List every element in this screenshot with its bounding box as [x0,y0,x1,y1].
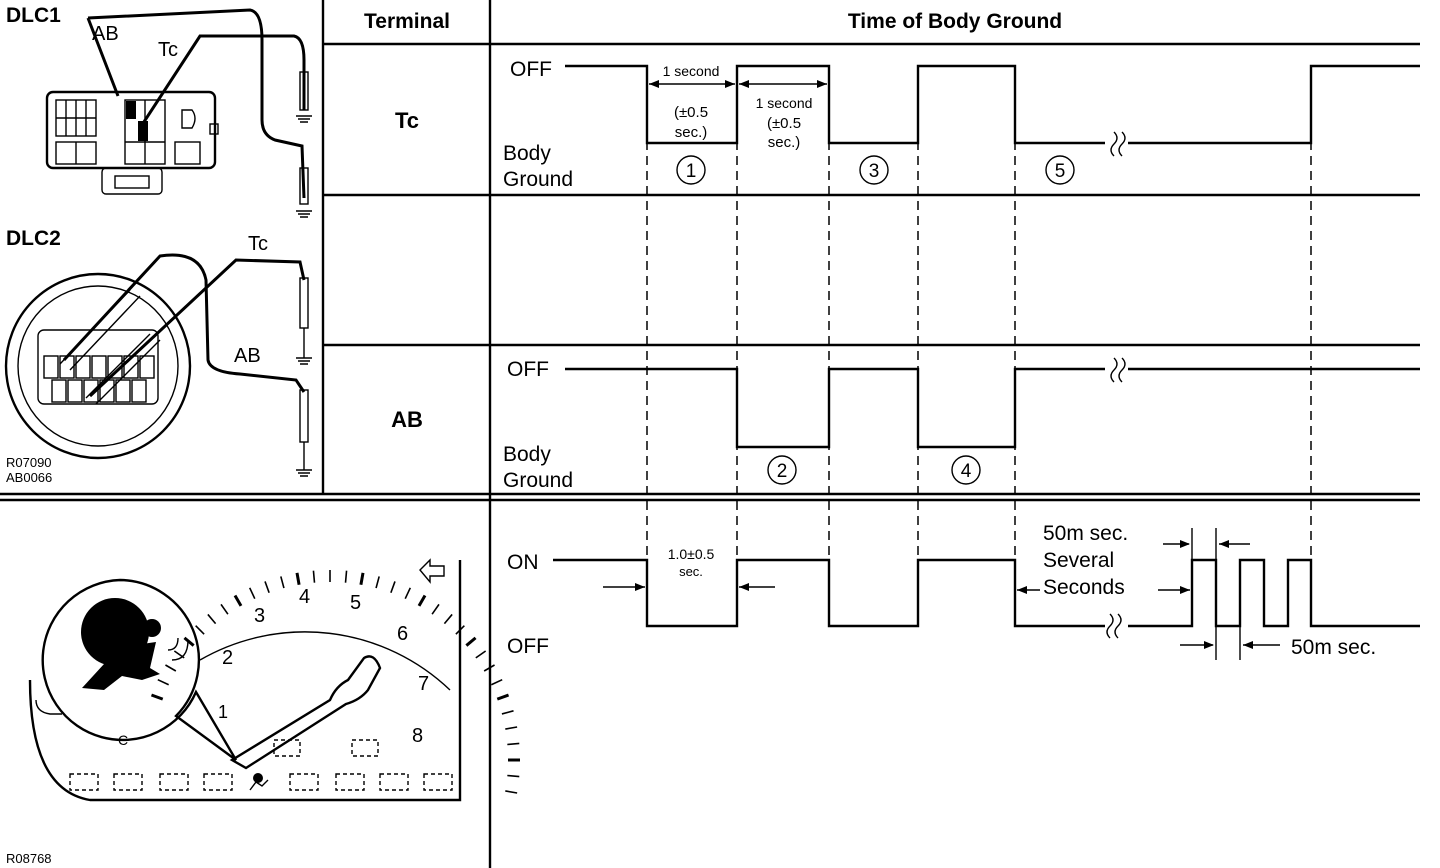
dlc2-code-1: R07090 [6,455,52,470]
svg-text:1: 1 [686,161,697,182]
break-mark [1110,131,1126,157]
tolerance-b1: (±0.5 [767,115,801,132]
tc-off-label: OFF [510,58,552,81]
ab-off-label: OFF [507,358,549,381]
gauge-tick [431,603,440,615]
svg-text:3: 3 [869,161,880,182]
gauge-tick [490,678,503,686]
gauge-tick [264,581,270,594]
fifty-ms-bottom-label: 50m sec. [1291,636,1376,659]
gauge-tick [417,594,427,607]
gauge-num-5: 5 [350,592,361,614]
tc-body-label: Body [503,142,551,165]
several-label: Several [1043,549,1114,572]
gauge-tick [455,625,465,635]
row-label-ab: AB [391,407,423,432]
gauge-tick [195,625,205,635]
gauge-tick [165,664,177,672]
gauge-num-6: 6 [397,623,408,645]
on-time-label-2: sec. [679,564,703,579]
gauge-tick [375,576,380,589]
gauge-tick [207,613,217,625]
dlc2-wires [59,253,312,477]
gauge-tick [505,790,518,794]
svg-text:2: 2 [777,461,788,482]
step-4: 4 [951,455,981,485]
gauge-tick [475,650,487,659]
airbag-icon-head [81,598,149,666]
dlc1-connector [45,90,219,195]
turn-arrow-icon [419,558,445,584]
row-label-tc: Tc [395,108,419,133]
dlc1-tc-label: Tc [158,39,178,61]
ab-waveform [565,367,1105,449]
gauge-tick [248,587,256,600]
gauge-tick [505,726,518,730]
step-3: 3 [859,155,889,185]
tolerance-a1: (±0.5 [674,104,708,121]
one-second-label-b: 1 second [756,95,813,111]
gauge-tick [150,693,164,701]
gauge-tick [344,570,348,583]
one-second-label-a: 1 second [663,63,720,79]
gauge-tick [507,742,520,746]
terminal-header: Terminal [364,10,450,33]
gauge-tick [501,710,514,715]
tolerance-a2: sec.) [675,124,708,141]
gauge-tick [496,693,510,701]
gauge-num-1: 1 [218,702,228,722]
dlc1-ab-label: AB [92,23,119,45]
time-header: Time of Body Ground [848,10,1062,33]
ab-body-label: Body [503,443,551,466]
gauge-num-4: 4 [299,586,310,608]
airbag-warning-magnifier [41,578,238,761]
gauge-num-7: 7 [418,673,429,695]
dlc2-label: DLC2 [6,227,61,250]
indicator-waveform [553,558,1105,628]
gauge-tick [233,594,243,607]
gauge-tick [220,603,229,615]
airbag-warning-icon-small [249,773,269,791]
gauge-tick [359,572,365,585]
gauge-code: R08768 [6,851,52,866]
step-2: 2 [767,455,797,485]
gauge-tick [443,613,453,625]
step-5: 5 [1045,155,1075,185]
gauge-num-8: 8 [412,725,423,747]
indicator-off-label: OFF [507,635,549,658]
dlc2-tc-label: Tc [248,233,268,255]
svg-text:5: 5 [1055,161,1066,182]
gauge-tick [507,774,520,778]
gauge-tick [390,581,396,594]
dlc1-label: DLC1 [6,4,61,27]
dlc1-wires [86,8,312,218]
dlc2-code-2: AB0066 [6,470,52,485]
gauge-tick [465,636,477,647]
gauge-num-3: 3 [254,605,265,627]
gauge-tick [280,576,285,589]
gauge-tick [483,664,495,672]
ab-ground-label: Ground [503,469,573,492]
gauge-tick [312,570,316,583]
svg-text:4: 4 [961,461,972,482]
on-time-label-1: 1.0±0.5 [668,546,715,562]
dlc2-ab-label: AB [234,345,261,367]
gauge-tick [295,572,301,585]
tolerance-b2: sec.) [768,134,801,151]
seconds-label: Seconds [1043,576,1125,599]
airbag-icon-body [82,642,160,690]
fifty-ms-top-label: 50m sec. [1043,522,1128,545]
gauge-tick [183,636,195,647]
gauge-tick [404,587,412,600]
tc-waveform [565,64,1105,145]
gauge-tick [157,678,170,686]
dlc2-connector [4,272,192,460]
step-1: 1 [676,155,706,185]
tc-ground-label: Ground [503,168,573,191]
timing-guides [646,66,1312,626]
gauge-num-2: 2 [222,647,233,669]
indicator-on-label: ON [507,551,539,574]
